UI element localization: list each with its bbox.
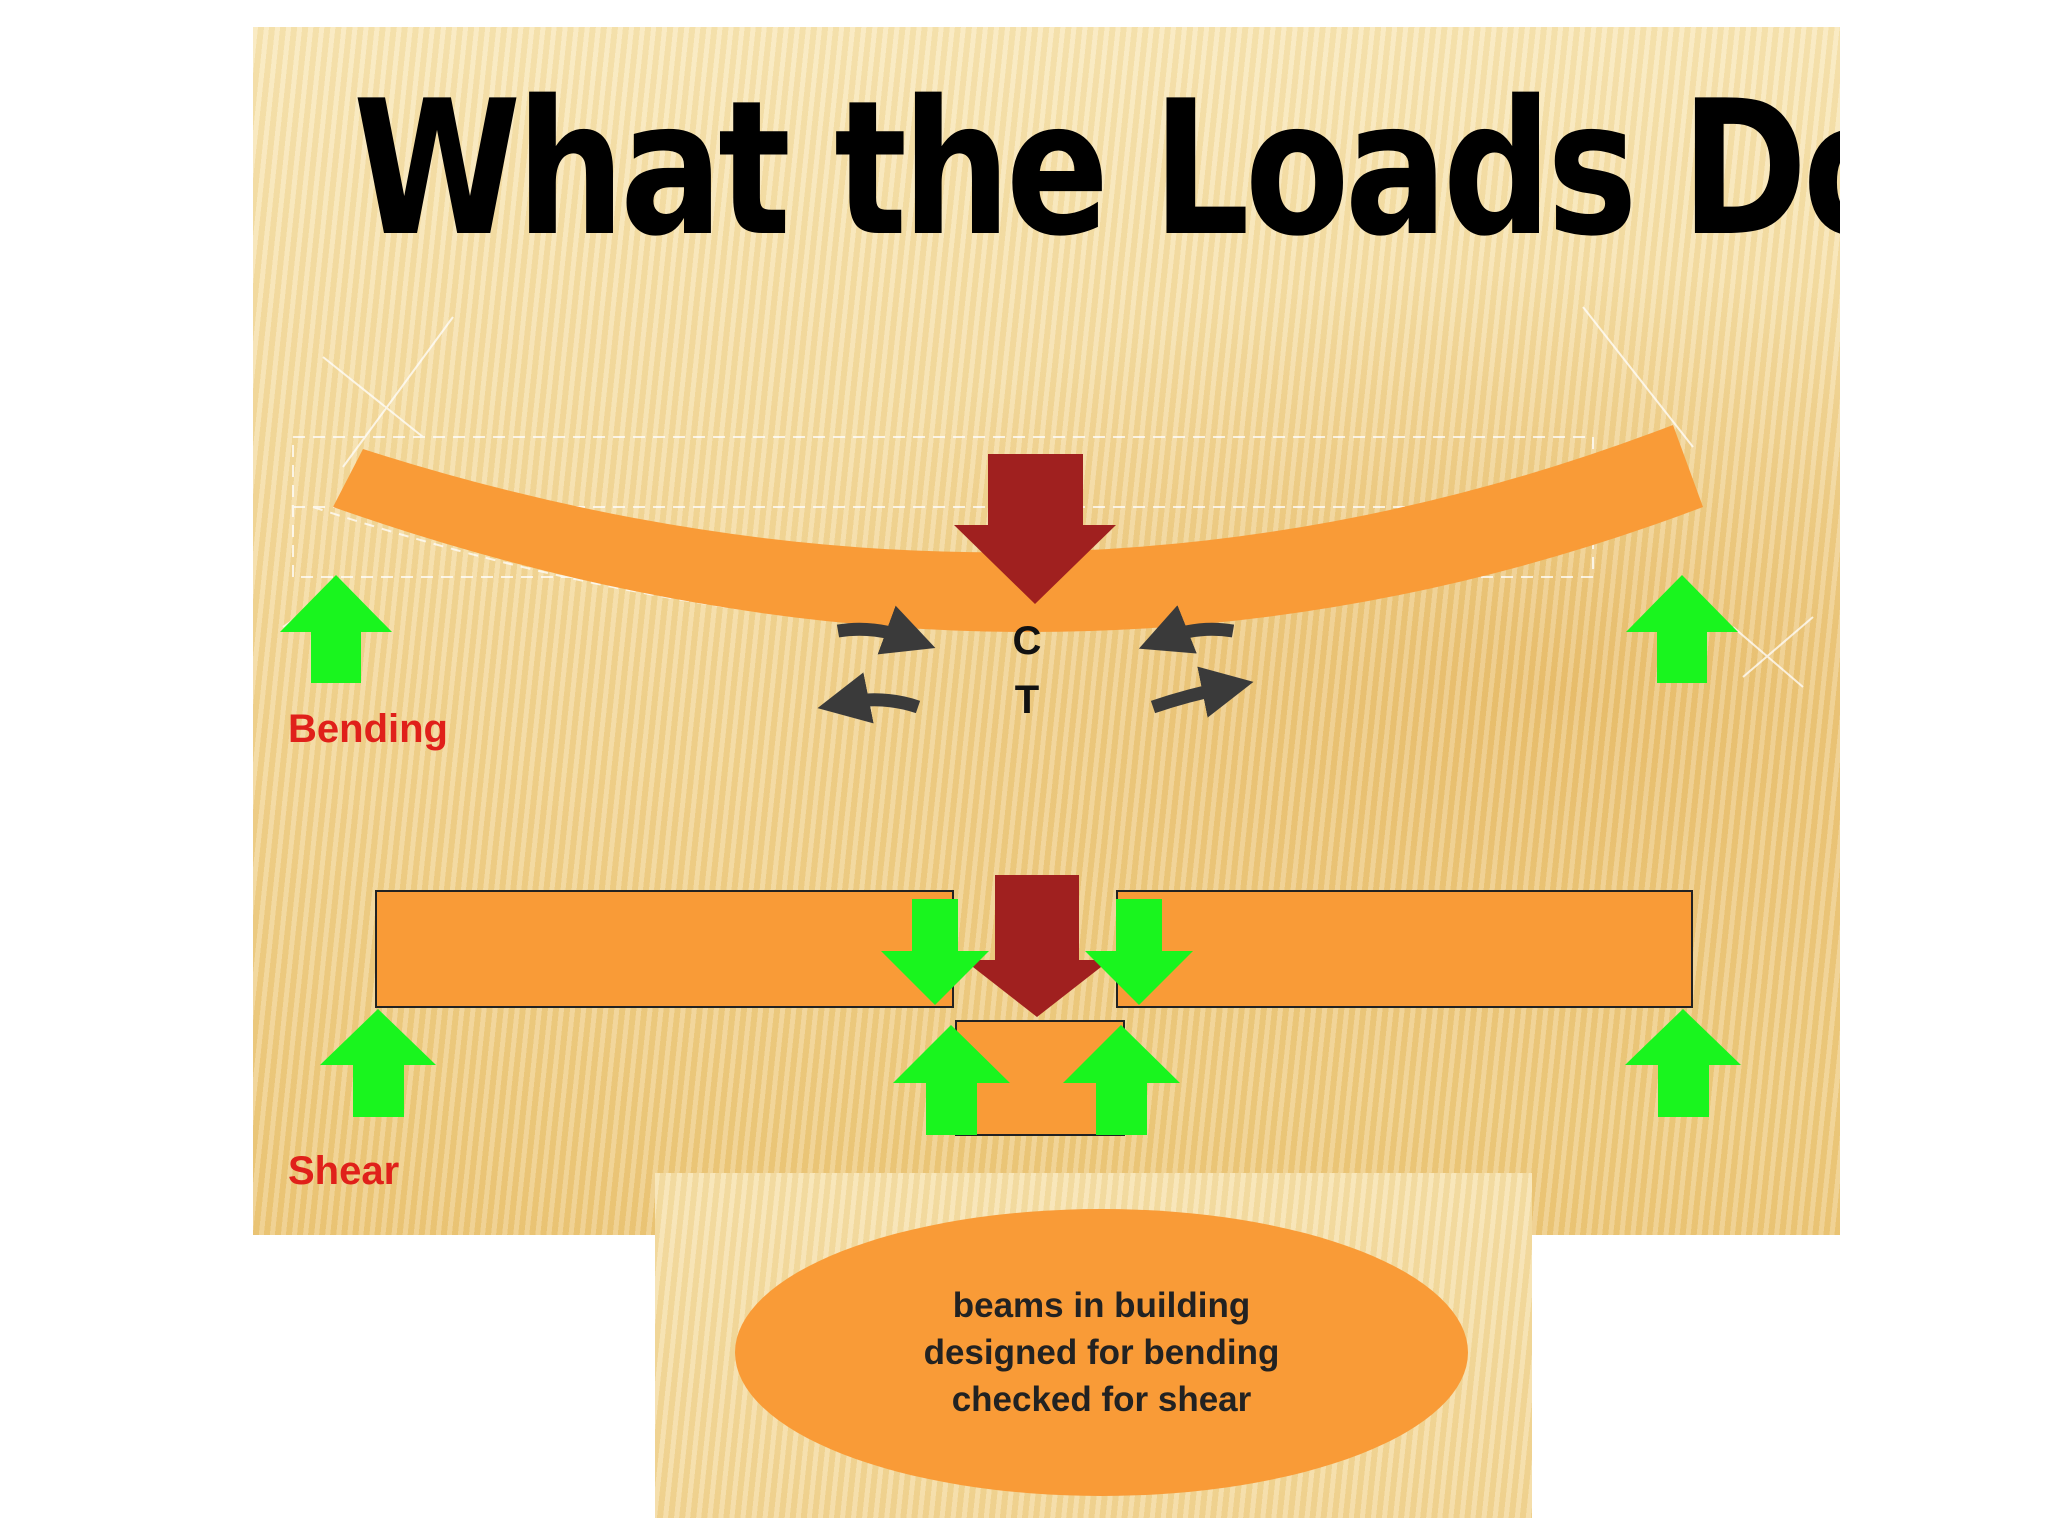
- shear-down-arrow-right-icon: [1085, 899, 1193, 1005]
- shear-left-reaction-arrow-icon: [320, 1009, 436, 1117]
- shear-right-reaction-arrow-icon: [1625, 1009, 1741, 1117]
- bending-load-arrow-icon: [954, 454, 1116, 604]
- construction-line-right-3: [1742, 616, 1814, 678]
- note-line-2: designed for bending: [923, 1333, 1280, 1372]
- shear-down-arrow-left-icon: [881, 899, 989, 1005]
- construction-line-left-2: [322, 356, 424, 438]
- bending-label: Bending: [288, 707, 448, 751]
- bending-right-reaction-arrow-icon: [1626, 575, 1738, 683]
- shear-label: Shear: [288, 1149, 400, 1193]
- construction-line-left: [342, 316, 454, 468]
- note-line-3: checked for shear: [951, 1380, 1252, 1419]
- shear-middle-up-arrow-left-icon: [893, 1025, 1010, 1135]
- compression-arrow-left-icon: [836, 605, 936, 655]
- construction-line-right: [1582, 306, 1694, 448]
- compression-label: C: [1013, 619, 1042, 663]
- shear-right-beam: [1116, 890, 1693, 1008]
- construction-line-right-2: [1732, 626, 1804, 688]
- note-text: beams in building designed for bending c…: [924, 1282, 1280, 1423]
- bending-left-reaction-arrow-icon: [280, 575, 392, 683]
- note-ellipse: beams in building designed for bending c…: [735, 1209, 1468, 1496]
- tension-label: T: [1015, 678, 1039, 722]
- beam-diagram: C T: [280, 306, 1814, 1136]
- note-line-1: beams in building: [952, 1286, 1251, 1325]
- compression-arrow-right-icon: [1138, 605, 1235, 654]
- shear-load-arrow-icon: [964, 875, 1110, 1017]
- tension-arrow-right-icon: [1150, 666, 1254, 718]
- shear-left-beam: [375, 890, 954, 1008]
- shear-middle-up-arrow-right-icon: [1063, 1025, 1180, 1135]
- note-panel: beams in building designed for bending c…: [655, 1173, 1532, 1518]
- slide: What the Loads Do: [253, 27, 1840, 1235]
- stress-arrows: [817, 605, 1254, 724]
- tension-arrow-left-icon: [817, 672, 921, 724]
- bent-beam: [333, 425, 1703, 632]
